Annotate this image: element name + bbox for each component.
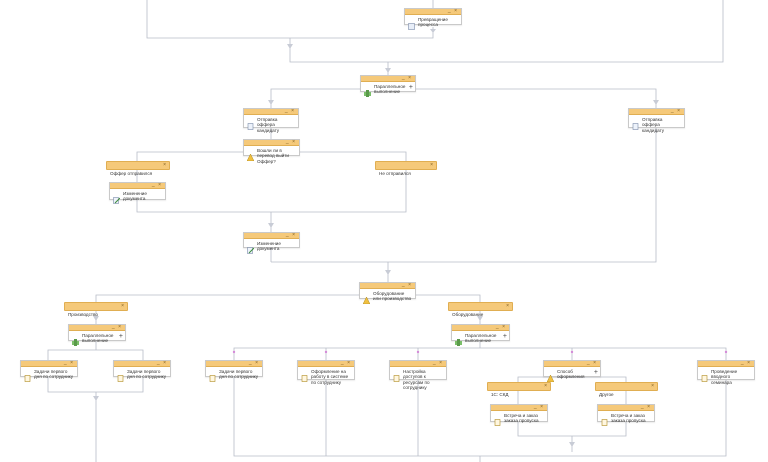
task-icon (601, 413, 608, 426)
task-icon (117, 369, 124, 382)
edit-document-icon (113, 191, 121, 204)
node-label: Отправка оффера кандидату (642, 117, 665, 133)
send-offer-node-2[interactable]: _ × Отправка оффера кандидату (628, 108, 685, 133)
node-label: Вошли ли в перевод выйти Оффер? (257, 148, 289, 164)
node-label: Отправка оффера кандидату (257, 117, 280, 133)
task-icon (393, 369, 400, 382)
node-label: Задачи первого дня по сотруднику (127, 369, 166, 380)
edit-document-icon (247, 241, 255, 254)
decision-offer-node[interactable]: _ × Вошли ли в перевод выйти Оффер? (243, 139, 300, 164)
node-label: Настройка доступов к ресурсам по сотрудн… (403, 369, 430, 391)
add-icon[interactable]: + (118, 333, 123, 340)
process-change-node[interactable]: _ × Превращение процесса (404, 8, 462, 30)
node-label: Задачи первого дня по сотруднику (219, 369, 258, 380)
node-label: Проведение вводного семинара (711, 369, 738, 385)
task-icon (209, 369, 216, 382)
parallel-icon (364, 84, 371, 97)
add-icon[interactable]: + (408, 84, 413, 91)
document-icon (632, 117, 639, 130)
branch-not-sent[interactable]: Не отправился× (375, 161, 437, 176)
task-first-day-node-3[interactable]: _ × Задачи первого дня по сотруднику (205, 360, 263, 382)
task-first-day-node-1[interactable]: _ × Задачи первого дня по сотруднику (20, 360, 78, 382)
parallel-node-3[interactable]: _ × Параллельное выполнение + (451, 324, 510, 346)
task-icon (24, 369, 31, 382)
parallel-icon (455, 333, 462, 346)
node-label: Оборудование или производство (373, 291, 412, 302)
node-label: Изменение документа (123, 191, 147, 202)
node-label: Параллельное выполнение (82, 333, 114, 344)
task-icon (494, 413, 501, 426)
branch-offer-sent[interactable]: Оффер отправился× (106, 161, 170, 176)
task-icon (408, 17, 415, 30)
task-access-node[interactable]: _ × Настройка доступов к ресурсам по сот… (389, 360, 447, 390)
decision-order-node[interactable]: _ × Способ оформления + (543, 360, 601, 383)
change-docs-node-1[interactable]: _ × Изменение документа (109, 182, 166, 204)
branch-label: Не отправился (379, 171, 411, 176)
parallel-node-1[interactable]: _ × Параллельное выполнение + (360, 75, 416, 97)
change-docs-node-2[interactable]: _ × Изменение документа (243, 232, 300, 254)
node-label: Параллельное выполнение (374, 84, 406, 95)
node-label: Параллельное выполнение (465, 333, 497, 344)
document-icon (247, 117, 254, 130)
branch-production[interactable]: Производство× (64, 302, 128, 317)
node-label: Встреча и заказ заказа пропуска (504, 413, 539, 424)
branch-label: Производство (68, 312, 98, 317)
node-label: Превращение процесса (418, 17, 448, 28)
task-icon (301, 369, 308, 382)
decision-icon (362, 291, 371, 305)
send-offer-node-1[interactable]: _ × Отправка оффера кандидату (243, 108, 299, 133)
branch-1c[interactable]: 1С: СКД× (487, 382, 551, 397)
decision-icon (246, 148, 255, 162)
branch-label: Оффер отправился (110, 171, 153, 176)
branch-label: Другое (599, 392, 614, 397)
node-label: Оформление на работу в системе по сотруд… (311, 369, 349, 385)
branch-label: 1С: СКД (491, 392, 509, 397)
branch-other[interactable]: Другое× (595, 382, 658, 397)
node-label: Способ оформления (557, 369, 585, 380)
decision-equip-node[interactable]: _ × Оборудование или производство (359, 282, 416, 305)
decision-icon (546, 369, 555, 383)
parallel-node-2[interactable]: _ × Параллельное выполнение + (68, 324, 126, 346)
order-pass-node-2[interactable]: _ × Встреча и заказ заказа пропуска (597, 404, 655, 426)
task-intro-node[interactable]: _ × Проведение вводного семинара (697, 360, 755, 385)
parallel-icon (72, 333, 79, 346)
branch-label: Оборудование (452, 312, 484, 317)
order-pass-node-1[interactable]: _ × Встреча и заказ заказа пропуска (490, 404, 548, 426)
branch-equipment[interactable]: Оборудование× (448, 302, 513, 317)
task-workplace-node[interactable]: _ × Оформление на работу в системе по со… (297, 360, 355, 385)
node-label: Изменение документа (257, 241, 281, 252)
task-first-day-node-2[interactable]: _ × Задачи первого дня по сотруднику (113, 360, 171, 382)
task-icon (701, 369, 708, 382)
node-label: Задачи первого дня по сотруднику (34, 369, 73, 380)
node-label: Встреча и заказ заказа пропуска (611, 413, 646, 424)
add-icon[interactable]: + (593, 369, 598, 376)
add-icon[interactable]: + (502, 333, 507, 340)
